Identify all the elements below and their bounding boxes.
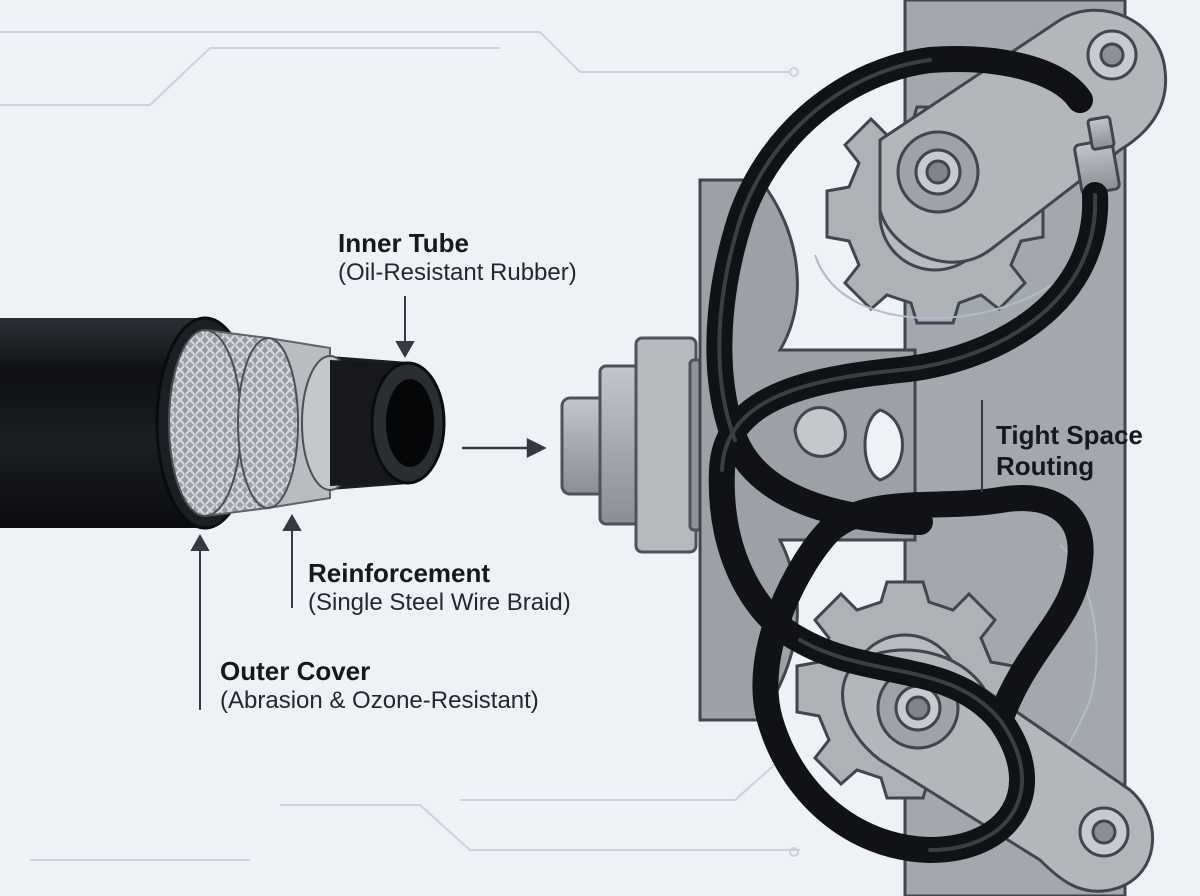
outer-cover-subtitle: (Abrasion & Ozone-Resistant) — [220, 687, 539, 715]
label-inner-tube: Inner Tube (Oil-Resistant Rubber) — [338, 228, 577, 288]
reinforcement-title: Reinforcement — [308, 558, 491, 588]
circuit-lines — [0, 31, 800, 861]
label-tight-space-routing: Tight Space Routing — [996, 420, 1143, 482]
tight-space-line2: Routing — [996, 451, 1095, 482]
reinforcement-subtitle: (Single Steel Wire Braid) — [308, 589, 571, 617]
arrow-up-icon — [190, 533, 210, 710]
label-reinforcement: Reinforcement (Single Steel Wire Braid) — [308, 558, 571, 618]
outer-cover-title: Outer Cover — [220, 656, 371, 686]
inner-tube-subtitle: (Oil-Resistant Rubber) — [338, 259, 577, 287]
arrow-right-icon — [462, 437, 547, 459]
arrow-up-icon — [282, 513, 302, 608]
routed-hose — [706, 46, 1109, 864]
tight-space-line1: Tight Space — [996, 420, 1143, 450]
upper-arm — [878, 8, 1168, 264]
inner-tube-title: Inner Tube — [338, 228, 469, 258]
hose-cross-section — [0, 316, 446, 530]
hose-fitting — [560, 336, 722, 554]
arrow-down-icon — [395, 296, 415, 359]
hose-end-fitting — [1073, 115, 1121, 196]
label-outer-cover: Outer Cover (Abrasion & Ozone-Resistant) — [220, 656, 539, 716]
